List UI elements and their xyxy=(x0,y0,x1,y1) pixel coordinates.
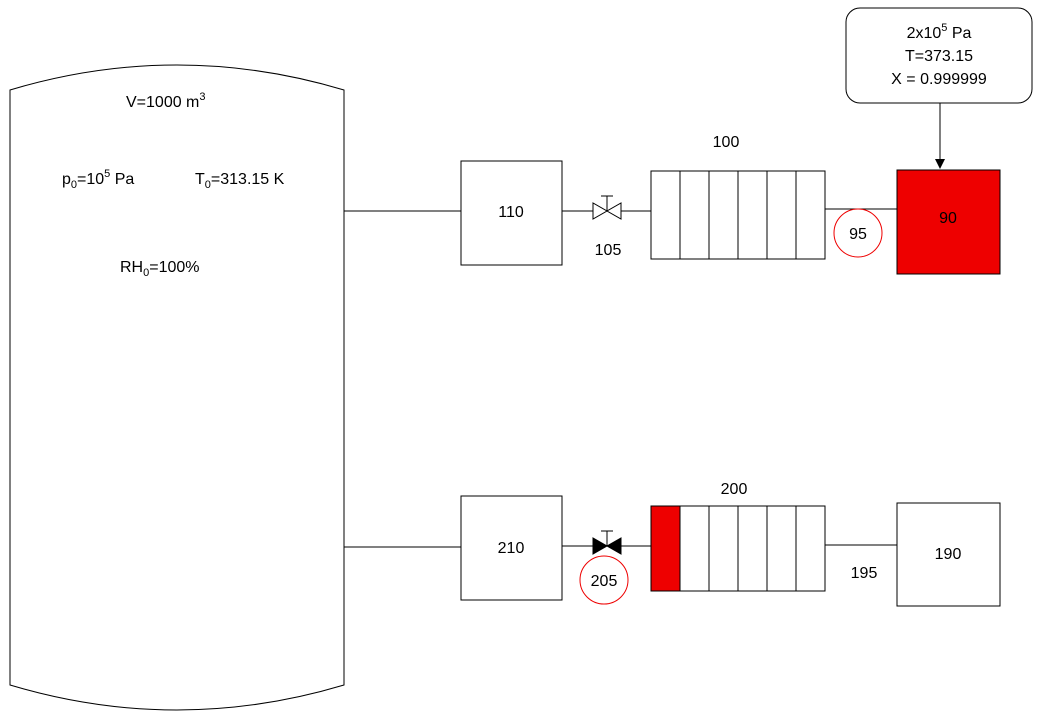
box-110[interactable] xyxy=(460,160,563,266)
marker-205-label: 205 xyxy=(591,573,618,590)
marker-95 xyxy=(833,208,883,258)
source-quality-label: X = 0.999999 xyxy=(891,71,987,88)
valve-105-label: 105 xyxy=(595,242,622,259)
pipe-segment-100[interactable] xyxy=(650,170,826,260)
vessel-temperature-label: T0=313.15 K xyxy=(195,171,285,191)
vessel-humidity-label: RH0=100% xyxy=(120,259,200,279)
box-210[interactable] xyxy=(460,495,563,601)
pipe-segment-100-label: 100 xyxy=(713,134,740,151)
pipe-195-label: 195 xyxy=(851,565,878,582)
vessel-pressure-label: p0=105 Pa xyxy=(62,168,134,191)
source-conditions-box xyxy=(845,7,1033,104)
box-90-label: 90 xyxy=(939,210,957,227)
pipe-segment-200-label: 200 xyxy=(721,481,748,498)
box-90[interactable] xyxy=(896,169,1001,275)
box-190[interactable] xyxy=(896,502,1001,607)
box-190-label: 190 xyxy=(935,546,962,563)
source-pressure-label: 2x105 Pa xyxy=(907,22,972,42)
marker-95-label: 95 xyxy=(849,226,867,243)
pipe-segment-200[interactable] xyxy=(650,505,826,592)
vessel-volume-label: V=1000 m3 xyxy=(126,91,206,111)
valve-205-icon[interactable] xyxy=(592,530,622,555)
box-210-label: 210 xyxy=(498,540,525,557)
valve-105-icon[interactable] xyxy=(592,195,622,220)
marker-205 xyxy=(579,555,629,605)
box-110-label: 110 xyxy=(498,204,524,221)
pipe-segment-200-heated-cell xyxy=(650,505,681,592)
source-temperature-label: T=373.15 xyxy=(905,48,973,65)
vessel-shape xyxy=(9,64,345,711)
